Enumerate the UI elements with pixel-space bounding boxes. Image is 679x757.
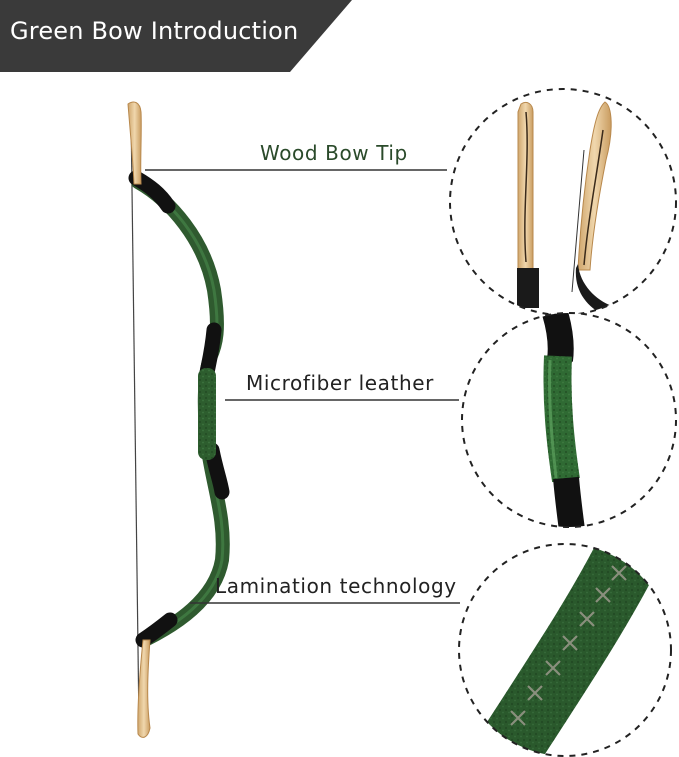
label-wood-bow-tip: Wood Bow Tip	[260, 141, 408, 165]
banner-shape	[0, 0, 352, 72]
top-wood-tip	[127, 101, 142, 185]
wood-bow-tip-detail-icon	[449, 88, 677, 316]
label-microfiber-leather: Microfiber leather	[246, 371, 434, 395]
header-banner: Green Bow Introduction	[0, 0, 679, 72]
lamination-detail-icon	[458, 543, 672, 757]
microfiber-leather-detail-icon	[461, 312, 677, 528]
bottom-wood-tip	[137, 639, 151, 738]
circle-2-border	[461, 312, 677, 528]
circle-1-border	[449, 88, 677, 316]
bow-string	[130, 111, 140, 726]
circle-3-border	[458, 543, 672, 757]
page-title: Green Bow Introduction	[10, 17, 299, 45]
label-lamination-technology: Lamination technology	[215, 574, 457, 598]
